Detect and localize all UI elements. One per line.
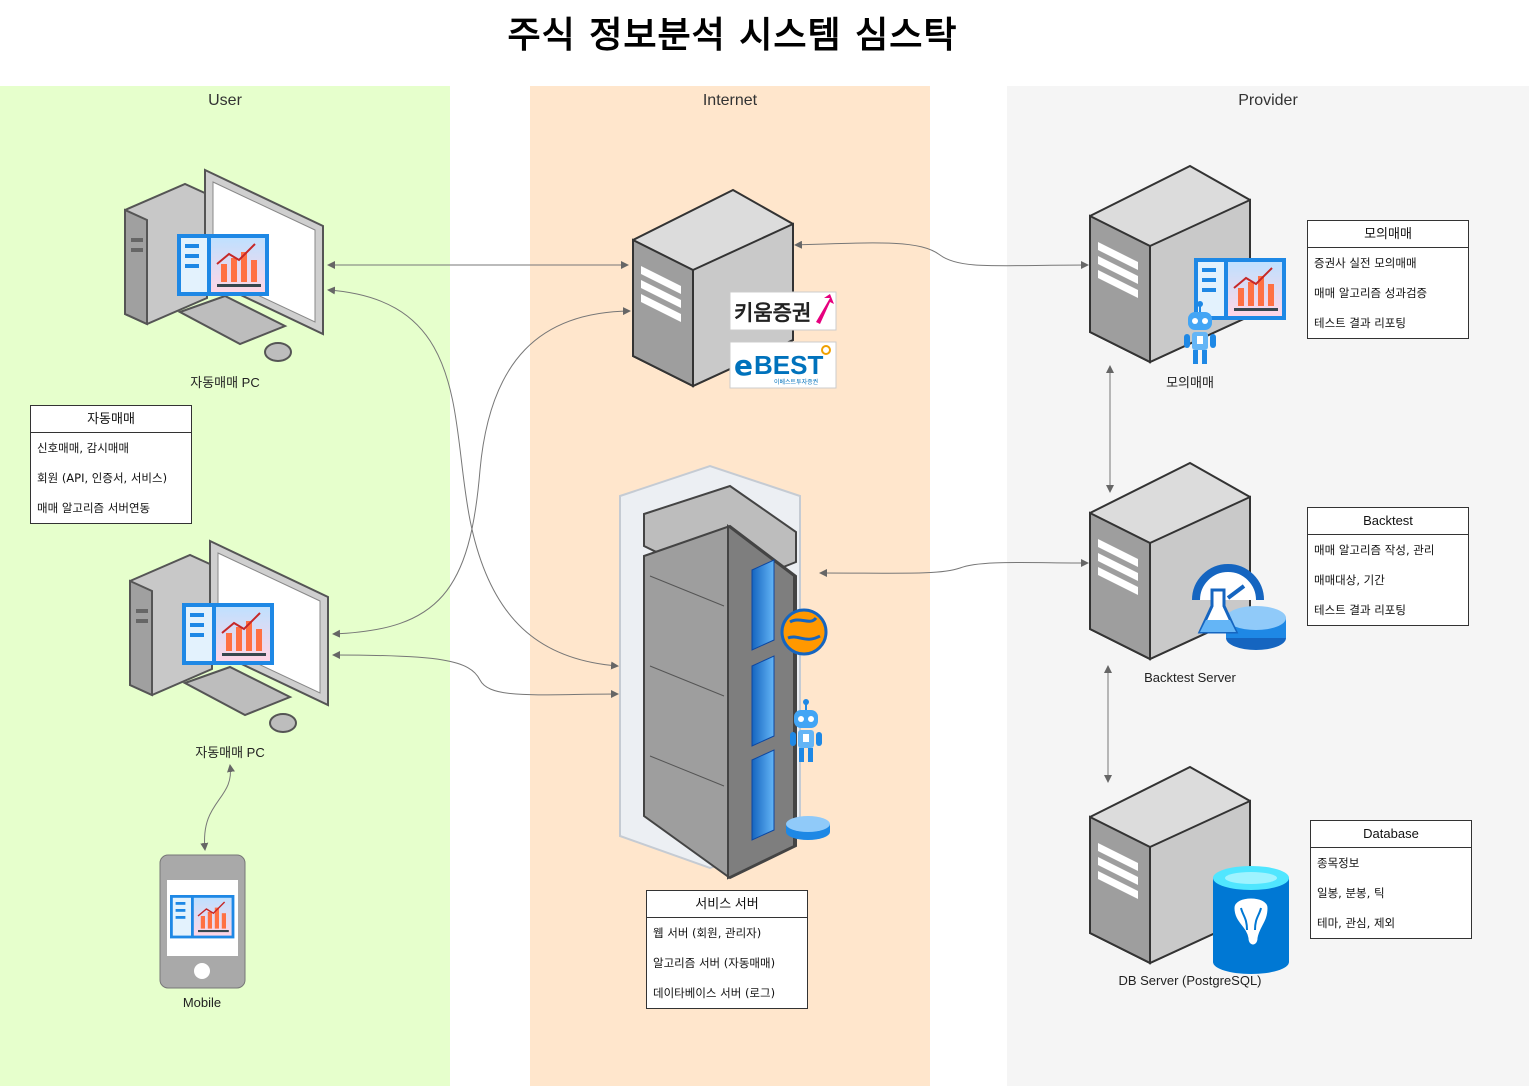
diagram-title: 주식 정보분석 시스템 심스탁 [507,15,958,56]
flask-gauge-icon [1192,564,1286,650]
ebest-e-glyph: e [734,349,753,382]
pc-2 [129,539,329,733]
node-label-mobile: Mobile [182,995,222,1010]
info-box-title: 서비스 서버 [647,891,807,918]
info-box-item: 테마, 관심, 제외 [1317,916,1396,930]
db-server [1089,765,1251,965]
link-pc2-service [332,651,619,699]
info-box-item: 매매 알고리즘 작성, 관리 [1314,543,1435,557]
ebest-logo-text: BEST [754,350,823,380]
mobile-device [159,854,246,989]
node-label-db: DB Server (PostgreSQL) [1118,973,1262,988]
link-pc1-service [327,286,619,670]
link-pc2-kiwoom [332,307,631,638]
info-box-item: 테스트 결과 리포팅 [1314,316,1406,330]
link-kiwoom-mock [794,240,1089,270]
pc-1 [124,168,324,362]
info-box-mock: 모의매매 증권사 실전 모의매매 매매 알고리즘 성과검증 테스트 결과 리포팅 [1307,220,1469,339]
info-box-item: 회원 (API, 인증서, 서비스) [37,471,168,485]
info-box-item: 웹 서버 (회원, 관리자) [653,926,762,940]
kiwoom-logo [729,291,837,331]
link-pc2-mobile [200,764,235,851]
lane-title-provider: Provider [1238,92,1298,109]
info-box-item: 매매 알고리즘 성과검증 [1314,286,1428,300]
node-label-backtest: Backtest Server [1144,670,1236,685]
info-box-backtest: Backtest 매매 알고리즘 작성, 관리 매매대상, 기간 테스트 결과 … [1307,507,1469,626]
info-box-item: 일봉, 분봉, 틱 [1317,886,1385,900]
info-box-item: 알고리즘 서버 (자동매매) [653,956,776,970]
info-box-database: Database 종목정보 일봉, 분봉, 틱 테마, 관심, 제외 [1310,820,1472,939]
node-label-mock: 모의매매 [1166,375,1214,390]
info-box-item: 테스트 결과 리포팅 [1314,603,1406,617]
connectors [200,240,1114,851]
postgresql-icon [1213,866,1289,974]
info-box-service: 서비스 서버 웹 서버 (회원, 관리자) 알고리즘 서버 (자동매매) 데이타… [646,890,808,1009]
info-box-item: 데이타베이스 서버 (로그) [653,986,776,1000]
ebest-logo [729,341,837,389]
node-label-pc-1: 자동매매 PC [190,375,260,390]
lane-title-user: User [208,92,242,109]
service-server [619,464,830,880]
info-box-autotrade: 자동매매 신호매매, 감시매매 회원 (API, 인증서, 서비스) 매매 알고… [30,405,192,524]
info-box-title: 자동매매 [31,406,191,433]
node-label-pc-2: 자동매매 PC [195,745,265,760]
kiwoom-logo-text: 키움증권 [734,301,811,325]
ebest-logo-subtext: 이베스트투자증권 [774,378,818,386]
info-box-item: 매매 알고리즘 서버연동 [37,501,151,515]
mock-server [1089,164,1287,364]
link-service-backtest [819,558,1089,578]
info-box-item: 종목정보 [1317,856,1360,870]
info-box-title: Backtest [1308,508,1468,535]
info-box-item: 신호매매, 감시매매 [37,441,129,455]
lane-title-internet: Internet [702,92,758,109]
info-box-title: Database [1311,821,1471,848]
info-box-item: 매매대상, 기간 [1314,573,1385,587]
info-box-title: 모의매매 [1308,221,1468,248]
info-box-item: 증권사 실전 모의매매 [1314,256,1417,270]
